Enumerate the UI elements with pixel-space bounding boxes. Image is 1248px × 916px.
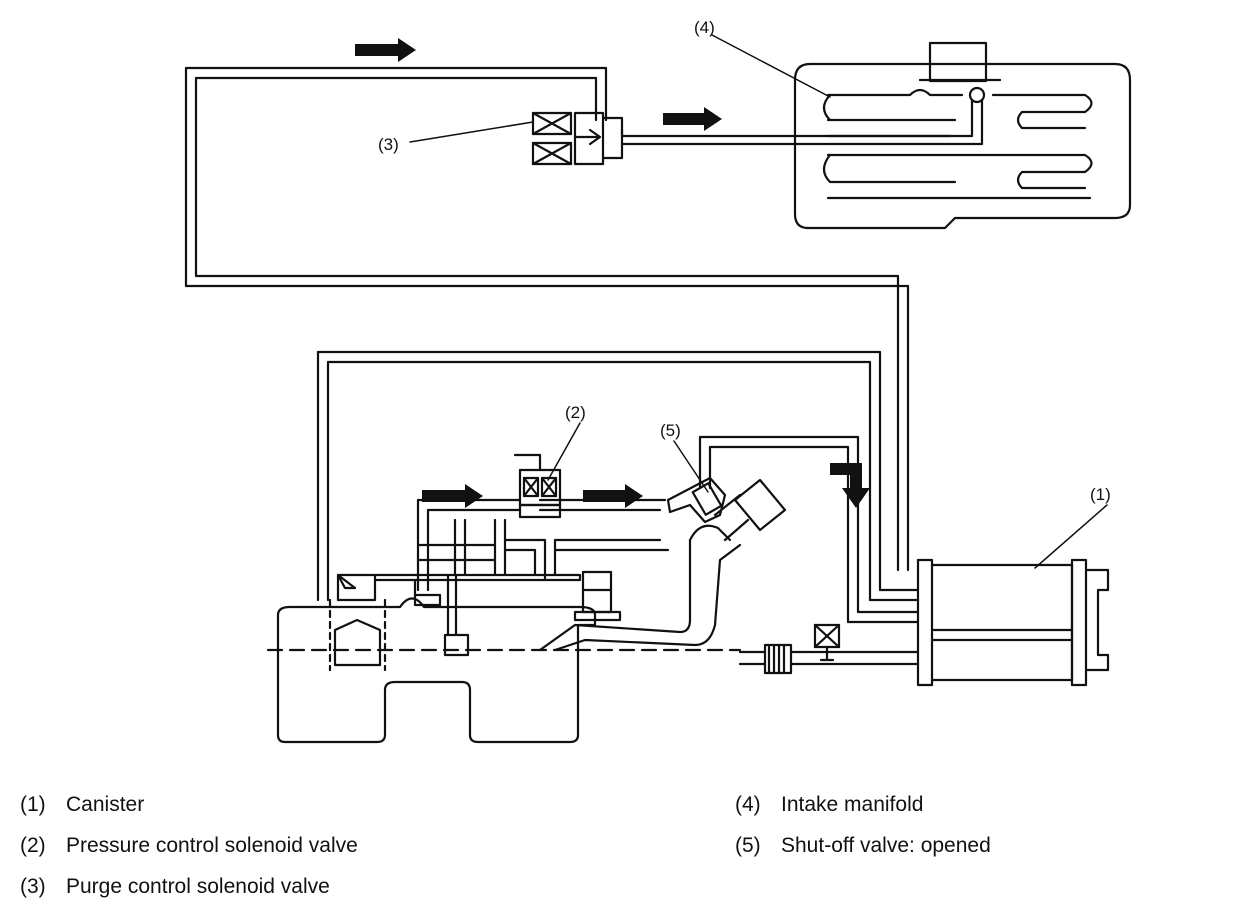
legend-label: Pressure control solenoid valve xyxy=(66,834,358,857)
callout-5: (5) xyxy=(660,421,681,440)
vapor-line xyxy=(316,350,920,602)
legend-item-5: (5) Shut-off valve: opened xyxy=(735,833,991,859)
legend-label: Purge control solenoid valve xyxy=(66,875,330,898)
flow-arrow-manifold xyxy=(663,107,722,131)
pressure-control-solenoid-valve xyxy=(513,453,562,519)
tank-lines xyxy=(374,498,670,657)
intake-manifold xyxy=(793,41,1132,230)
filler-cap xyxy=(713,478,787,542)
legend-label: Shut-off valve: opened xyxy=(781,834,991,857)
shut-off-valve xyxy=(666,476,727,524)
flow-arrow-tank-right xyxy=(583,484,643,508)
flow-arrow-tank-left xyxy=(422,484,483,508)
callout-1: (1) xyxy=(1090,485,1111,504)
callout-2: (2) xyxy=(565,403,586,422)
callout-4: (4) xyxy=(694,18,715,37)
legend-number: (2) xyxy=(20,834,46,857)
canister xyxy=(916,558,1110,687)
legend-number: (1) xyxy=(20,793,46,816)
legend-label: Canister xyxy=(66,793,145,816)
shutoff-to-canister-line xyxy=(698,435,920,624)
air-inlet-line xyxy=(738,623,920,675)
purge-line xyxy=(184,66,910,572)
filler-neck xyxy=(538,524,742,652)
flow-arrows xyxy=(355,38,870,508)
flow-arrow-down xyxy=(830,463,870,508)
fuel-tank xyxy=(266,573,742,744)
legend-number: (5) xyxy=(735,834,761,857)
callout-3: (3) xyxy=(378,135,399,154)
flow-arrow-top xyxy=(355,38,416,62)
legend-number: (4) xyxy=(735,793,761,816)
leader-lines xyxy=(409,34,1108,569)
evap-system-diagram: (4) (3) (2) (5) (1) xyxy=(184,18,1132,744)
legend-label: Intake manifold xyxy=(781,793,924,816)
legend-item-2: (2) Pressure control solenoid valve xyxy=(20,833,358,859)
legend-item-4: (4) Intake manifold xyxy=(735,792,923,818)
purge-control-solenoid-valve xyxy=(531,111,624,166)
legend-item-3: (3) Purge control solenoid valve xyxy=(20,874,330,900)
callouts: (4) (3) (2) (5) (1) xyxy=(378,18,1111,504)
legend-number: (3) xyxy=(20,875,46,898)
legend-item-1: (1) Canister xyxy=(20,792,144,818)
rollover-valve xyxy=(573,570,622,622)
